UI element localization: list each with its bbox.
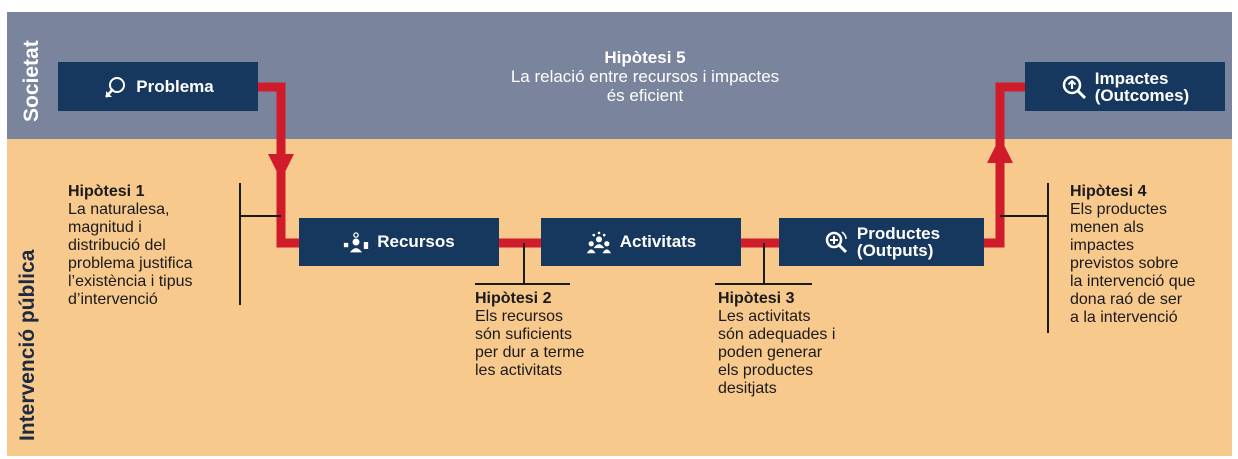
hypothesis-2-body: Els recursos són suficients per dur a te… (475, 308, 585, 379)
hypothesis-4: Hipòtesi 4 Els productes menen als impac… (1070, 183, 1230, 327)
arrow-up (987, 137, 1013, 163)
node-activitats-label: Activitats (619, 232, 697, 251)
node-impactes-label-2: (Outcomes) (1094, 85, 1190, 105)
hypothesis-5-title: Hipòtesi 5 (604, 48, 686, 67)
hypothesis-4-title: Hipòtesi 4 (1070, 183, 1147, 200)
node-problema-label: Problema (136, 76, 214, 96)
node-activitats: Activitats (541, 218, 741, 266)
node-productes-label-2: (Outputs) (856, 241, 934, 260)
node-productes: Productes (Outputs) (779, 218, 984, 266)
lightbulb-cursor-icon (102, 74, 128, 100)
hypothesis-2: Hipòtesi 2 Els recursos són suficients p… (475, 290, 635, 380)
hypothesis-3-body: Les activitats són adequades i poden gen… (718, 308, 836, 397)
node-recursos-label: Recursos (377, 232, 455, 251)
hypothesis-1-body: La naturalesa, magnitud i distribució de… (68, 201, 193, 308)
hypothesis-3-title: Hipòtesi 3 (718, 290, 795, 307)
intervencio-band (7, 139, 1232, 456)
hypothesis-5-body: La relació entre recursos i impactes és … (510, 67, 780, 105)
hypothesis-4-body: Els productes menen als impactes previst… (1070, 201, 1196, 326)
hypothesis-1-title: Hipòtesi 1 (68, 183, 145, 200)
node-impactes-label-1: Impactes (1094, 68, 1169, 88)
hypothesis-5: Hipòtesi 5 La relació entre recursos i i… (470, 48, 820, 105)
hypothesis-2-title: Hipòtesi 2 (475, 290, 552, 307)
node-impactes: Impactes (Outcomes) (1025, 62, 1225, 111)
people-group-icon (586, 229, 612, 255)
arrow-down (268, 154, 294, 180)
magnifier-plus-icon (823, 229, 849, 255)
node-problema: Problema (58, 62, 258, 111)
resources-icon (343, 229, 369, 255)
hypothesis-3: Hipòtesi 3 Les activitats són adequades … (718, 290, 878, 398)
magnifier-up-icon (1061, 74, 1087, 100)
hypothesis-1: Hipòtesi 1 La naturalesa, magnitud i dis… (68, 183, 238, 309)
node-productes-label-1: Productes (856, 224, 941, 243)
node-recursos: Recursos (299, 218, 499, 266)
